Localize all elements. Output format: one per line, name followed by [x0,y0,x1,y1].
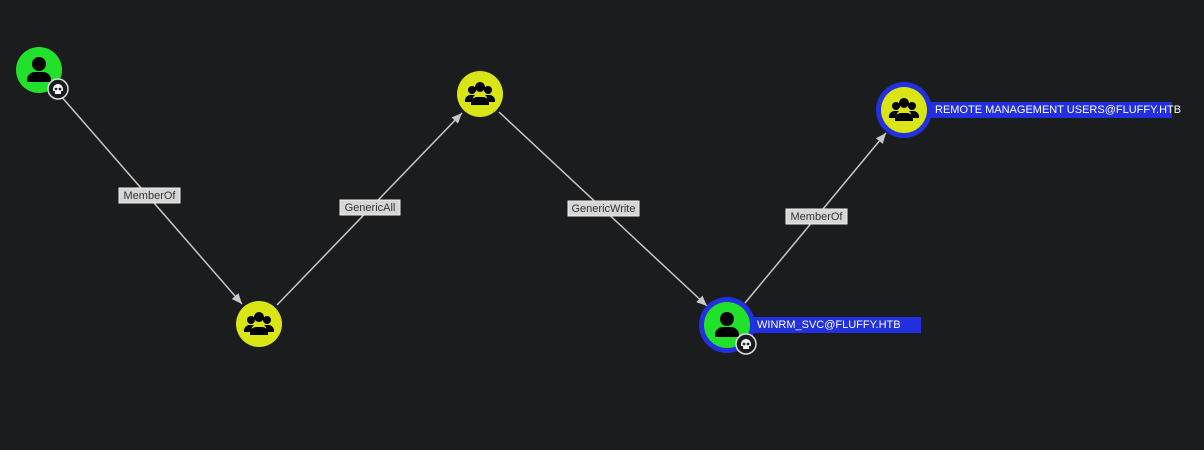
edge-genericall[interactable]: GenericAll [276,112,463,306]
node-remote-management-users[interactable]: REMOTE MANAGEMENT USERS@FLUFFY.HTB [876,82,1181,138]
skull-icon [47,78,69,100]
edge-label: GenericWrite [572,203,636,215]
skull-icon [735,333,757,355]
edge-label: MemberOf [791,211,844,223]
node-winrm-svc[interactable]: WINRM_SVC@FLUFFY.HTB [699,297,921,355]
node-group-1[interactable] [236,301,282,347]
node-group-2[interactable] [457,71,503,117]
edge-memberof-1[interactable]: MemberOf [59,94,243,305]
edge-memberof-2[interactable]: MemberOf [744,132,887,304]
node-user-owned[interactable] [16,47,69,100]
edge-label: GenericAll [345,202,396,214]
edge-label: MemberOf [124,190,177,202]
node-label: WINRM_SVC@FLUFFY.HTB [757,319,901,331]
node-label: REMOTE MANAGEMENT USERS@FLUFFY.HTB [935,104,1181,116]
edge-genericwrite[interactable]: GenericWrite [498,111,708,307]
